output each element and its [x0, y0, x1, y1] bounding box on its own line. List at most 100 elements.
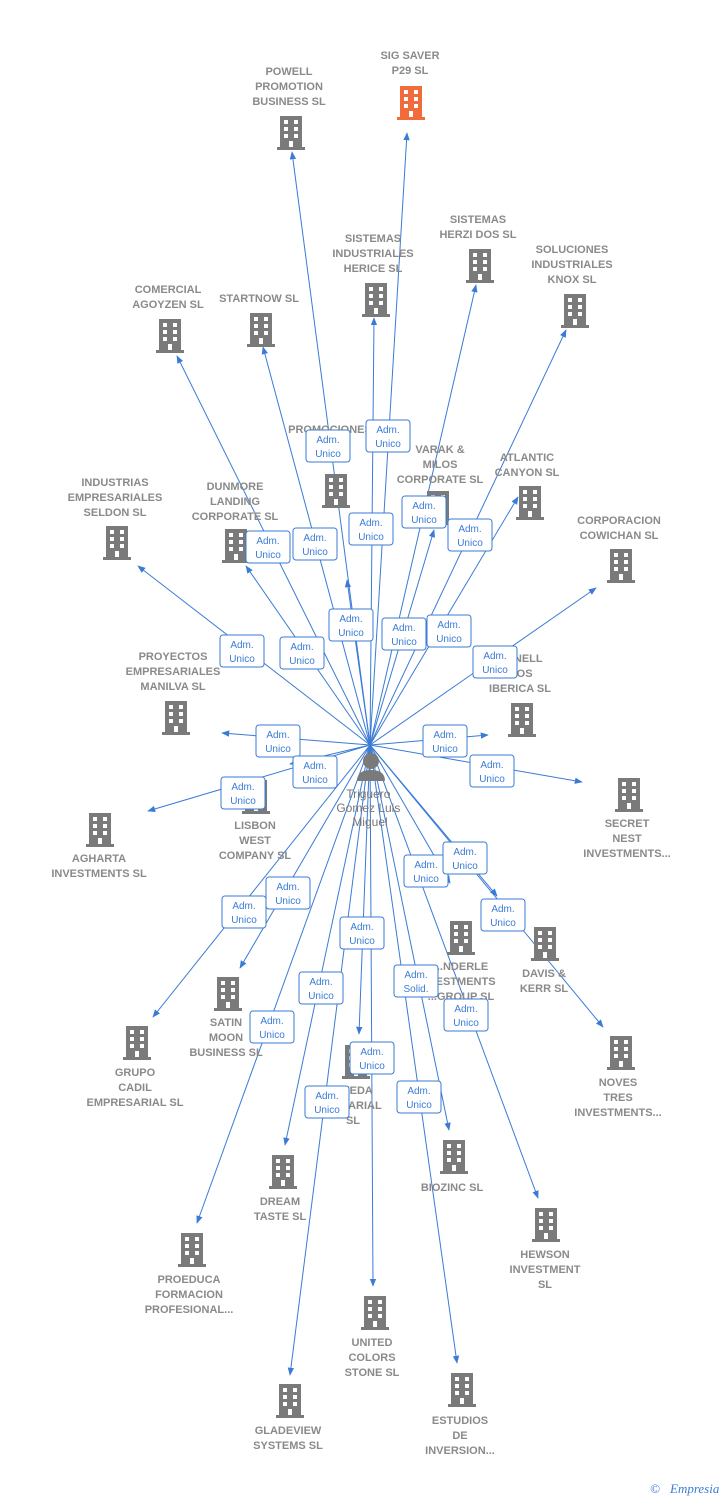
role-badge[interactable]: Adm.Unico: [220, 776, 266, 810]
company-label-line: DE: [452, 1430, 467, 1442]
brand-name: Empresia: [669, 1481, 720, 1496]
role-badge[interactable]: Adm.Unico: [255, 724, 301, 758]
company-label-line: ATLANTIC: [500, 452, 554, 464]
role-badge[interactable]: Adm.Unico: [442, 841, 488, 875]
company-node-davis-kerr[interactable]: DAVIS &KERR SL: [520, 927, 569, 995]
role-badge[interactable]: Adm.Unico: [292, 527, 338, 561]
company-label-line: INDUSTRIALES: [531, 259, 612, 271]
company-node-biozinc[interactable]: BIOZINC SL: [421, 1140, 484, 1194]
badge-text: Adm.Unico: [255, 536, 281, 561]
badge-text-line: Unico: [432, 744, 458, 755]
badge-text: Adm.Unico: [479, 760, 505, 785]
company-label-line: SYSTEMS SL: [253, 1440, 323, 1452]
role-badge[interactable]: Adm.Unico: [381, 617, 427, 651]
role-badge[interactable]: Adm.Unico: [265, 876, 311, 910]
company-label: BIOZINC SL: [421, 1182, 484, 1194]
badge-text-line: Unico: [302, 775, 328, 786]
role-badge[interactable]: Adm.Unico: [447, 518, 493, 552]
role-badge[interactable]: Adm.Unico: [279, 636, 325, 670]
badge-text-line: Unico: [230, 796, 256, 807]
company-label-line: INVESTMENTS...: [574, 1107, 661, 1119]
role-badge[interactable]: Adm.Unico: [328, 608, 374, 642]
company-label-line: WEST: [239, 835, 271, 847]
role-badge[interactable]: Adm.Unico: [365, 419, 411, 453]
badge-box: [381, 617, 427, 651]
role-badge[interactable]: Adm.Unico: [480, 898, 526, 932]
company-label-line: STONE SL: [345, 1367, 400, 1379]
badge-box: [401, 495, 447, 529]
role-badge[interactable]: Adm.Unico: [219, 634, 265, 668]
building-icon: [123, 1026, 151, 1060]
building-icon: [178, 1233, 206, 1267]
badge-text-line: Unico: [479, 774, 505, 785]
building-icon: [156, 319, 184, 353]
role-badge[interactable]: Adm.Unico: [443, 998, 489, 1032]
badge-text: Adm.Unico: [375, 425, 401, 450]
role-badge[interactable]: Adm.Unico: [298, 971, 344, 1005]
role-badge[interactable]: Adm.Unico: [245, 530, 291, 564]
center-person[interactable]: Triguero Gomez Luis Miguel: [336, 753, 403, 829]
building-icon: [322, 474, 350, 508]
company-label-line: SIG SAVER: [380, 50, 439, 62]
building-icon: [362, 283, 390, 317]
badge-box: [304, 1085, 350, 1119]
badge-box: [219, 634, 265, 668]
role-badge[interactable]: Adm.Unico: [349, 1041, 395, 1075]
role-badge[interactable]: Adm.Unico: [249, 1010, 295, 1044]
role-badge[interactable]: Adm.Unico: [221, 895, 267, 929]
role-badge[interactable]: Adm.Unico: [396, 1080, 442, 1114]
company-label-line: NEST: [612, 833, 642, 845]
badge-text: Adm.Unico: [289, 642, 315, 667]
badge-text-line: Unico: [259, 1030, 285, 1041]
role-badge[interactable]: Adm.Unico: [292, 755, 338, 789]
badge-text-line: Unico: [436, 634, 462, 645]
role-badge[interactable]: Adm.Unico: [403, 854, 449, 888]
role-badge[interactable]: Adm.Unico: [469, 754, 515, 788]
badge-text-line: Adm.: [407, 1086, 430, 1097]
role-badge[interactable]: Adm.Solid.: [393, 964, 439, 998]
badge-text: Adm.Unico: [457, 524, 483, 549]
badge-text-line: Adm.: [458, 524, 481, 535]
role-badge[interactable]: Adm.Unico: [304, 1085, 350, 1119]
role-badge[interactable]: Adm.Unico: [339, 916, 385, 950]
company-node-startnow[interactable]: STARTNOW SL: [219, 293, 299, 347]
company-label-line: LANDING: [210, 496, 260, 508]
badge-text-line: Unico: [453, 1018, 479, 1029]
company-label-line: ESTUDIOS: [432, 1415, 488, 1427]
company-label-line: TRES: [603, 1092, 632, 1104]
role-badge[interactable]: Adm.Unico: [426, 614, 472, 648]
role-badge[interactable]: Adm.Unico: [305, 429, 351, 463]
role-badge[interactable]: Adm.Unico: [401, 495, 447, 529]
role-badge[interactable]: Adm.Unico: [422, 724, 468, 758]
role-badge[interactable]: Adm.Unico: [348, 512, 394, 546]
role-badge[interactable]: Adm.Unico: [472, 645, 518, 679]
badge-box: [292, 527, 338, 561]
badge-text-line: Adm.: [303, 533, 326, 544]
